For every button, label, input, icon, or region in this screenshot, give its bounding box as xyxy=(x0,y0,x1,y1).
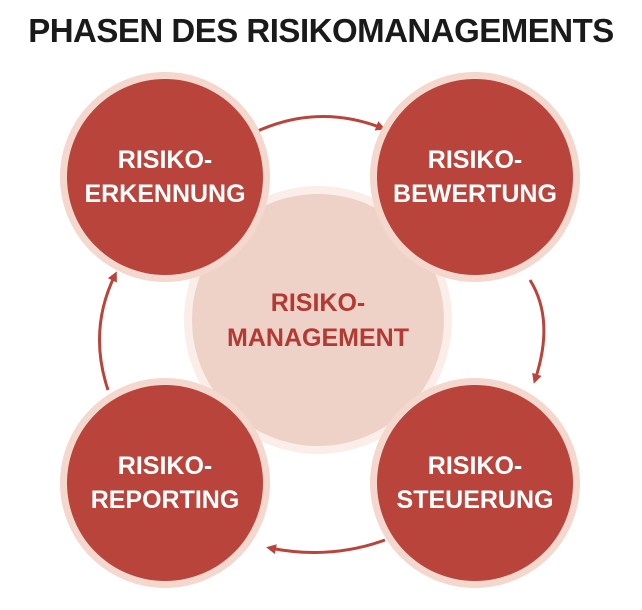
center-label-line1: RISIKO- xyxy=(271,289,365,317)
phase-label-line1: RISIKO- xyxy=(118,146,212,174)
phase-node-steuerung: RISIKO- STEUERUNG xyxy=(370,378,580,588)
center-label-line2: MANAGEMENT xyxy=(227,324,409,352)
phase-label-line1: RISIKO- xyxy=(428,146,522,174)
cycle-arrow-left xyxy=(97,271,117,391)
phase-label-line2: REPORTING xyxy=(91,486,240,514)
phase-label-line1: RISIKO- xyxy=(118,452,212,480)
phase-label-line2: STEUERUNG xyxy=(397,486,554,514)
phase-label-line2: ERKENNUNG xyxy=(84,180,245,208)
phase-node-bewertung: RISIKO- BEWERTUNG xyxy=(370,72,580,282)
page-title: PHASEN DES RISIKOMANAGEMENTS xyxy=(28,12,614,49)
cycle-arrow-right xyxy=(528,279,546,384)
phase-node-reporting: RISIKO- REPORTING xyxy=(60,378,270,588)
phase-label-line1: RISIKO- xyxy=(428,452,522,480)
phase-label-line2: BEWERTUNG xyxy=(393,180,557,208)
phase-node-erkennung: RISIKO- ERKENNUNG xyxy=(60,72,270,282)
center-node: RISIKO- MANAGEMENT xyxy=(184,186,452,454)
cycle-arrow-bottom xyxy=(266,538,386,555)
